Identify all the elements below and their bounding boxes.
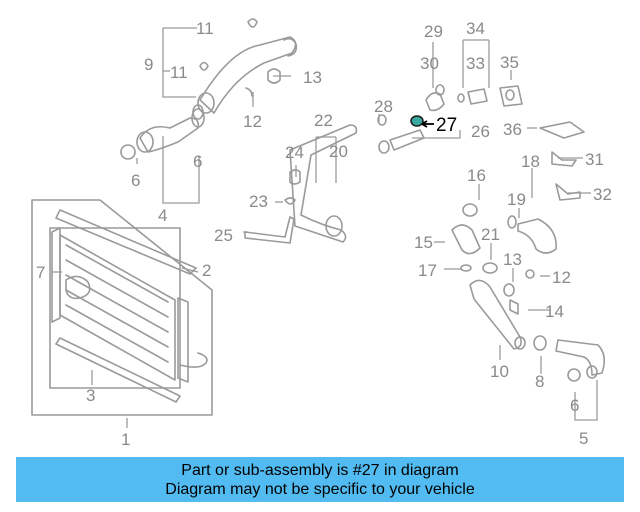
callout-26: 26 <box>471 122 490 141</box>
callout-25: 25 <box>214 226 233 245</box>
callout-23: 23 <box>249 192 268 211</box>
callout-24: 24 <box>285 143 304 162</box>
callout-32: 32 <box>593 185 612 204</box>
callout-10: 10 <box>490 362 509 381</box>
callout-33: 33 <box>466 54 485 73</box>
callout-labels: 1 2 3 4 5 6 6 6 7 8 9 10 11 11 12 12 13 … <box>36 19 612 449</box>
callout-15: 15 <box>414 233 433 252</box>
callout-4: 4 <box>158 206 167 225</box>
callout-6b: 6 <box>193 152 202 171</box>
callout-8: 8 <box>535 372 544 391</box>
callout-12a: 12 <box>243 112 262 131</box>
parts-diagram: 1 2 3 4 5 6 6 6 7 8 9 10 11 11 12 12 13 … <box>31 18 612 449</box>
callout-27: 27 <box>436 115 457 136</box>
part-27-highlight <box>410 115 424 127</box>
callout-11b: 11 <box>170 63 188 82</box>
callout-2: 2 <box>202 261 211 280</box>
callout-19: 19 <box>507 190 526 209</box>
callout-20: 20 <box>329 142 348 161</box>
part-27-arrow <box>421 120 434 128</box>
banner-line-1: Part or sub-assembly is #27 in diagram <box>181 462 459 479</box>
callout-17: 17 <box>418 261 437 280</box>
callout-16: 16 <box>467 166 486 185</box>
center-pipe <box>244 124 358 244</box>
callout-18: 18 <box>521 152 540 171</box>
callout-34: 34 <box>466 19 485 38</box>
callout-5: 5 <box>579 429 588 448</box>
callout-3: 3 <box>86 386 95 405</box>
callout-13a: 13 <box>303 68 322 87</box>
callout-31: 31 <box>585 150 604 169</box>
right-side-components <box>451 151 606 382</box>
callout-21: 21 <box>481 225 500 244</box>
callout-29: 29 <box>424 22 443 41</box>
callout-6a: 6 <box>131 171 140 190</box>
banner-line-2: Diagram may not be specific to your vehi… <box>165 481 475 498</box>
callout-28: 28 <box>374 97 393 116</box>
callout-7: 7 <box>36 263 45 282</box>
callout-11a: 11 <box>196 19 214 38</box>
callout-14: 14 <box>545 302 564 321</box>
callout-22: 22 <box>314 111 333 130</box>
callout-36: 36 <box>503 120 522 139</box>
callout-30: 30 <box>420 54 439 73</box>
valve-assembly <box>425 84 585 139</box>
lower-left-hose <box>120 108 205 160</box>
info-banner: Part or sub-assembly is #27 in diagram D… <box>16 457 624 502</box>
intercooler-assembly <box>31 199 213 416</box>
callout-9: 9 <box>144 55 153 74</box>
callout-6c: 6 <box>570 396 579 415</box>
callout-12b: 12 <box>552 268 571 287</box>
callout-1: 1 <box>121 430 130 449</box>
leader-lines <box>52 27 598 428</box>
callout-13b: 13 <box>503 250 522 269</box>
callout-35: 35 <box>500 53 519 72</box>
